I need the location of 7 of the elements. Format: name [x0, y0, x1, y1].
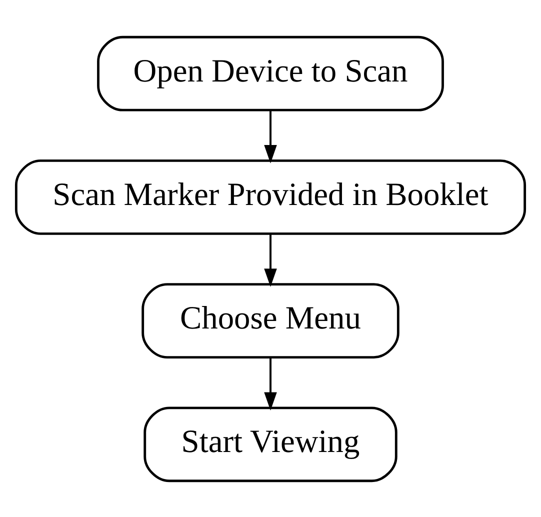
- node-box: Choose Menu: [142, 282, 400, 358]
- arrow: [264, 233, 277, 286]
- node-box: Open Device to Scan: [97, 35, 444, 111]
- node-box: Start Viewing: [144, 406, 398, 482]
- node-box: Scan Marker Provided in Booklet: [14, 159, 526, 234]
- arrow: [264, 356, 277, 410]
- arrow: [264, 110, 277, 163]
